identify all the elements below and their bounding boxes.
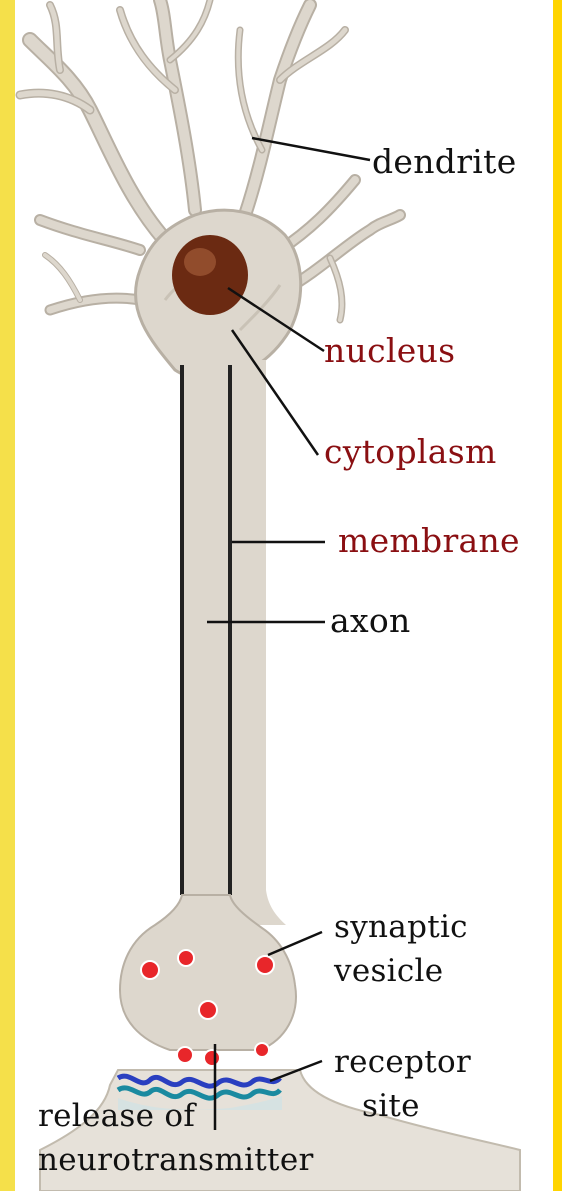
label-synaptic-vesicle: synaptic vesicle <box>334 905 468 993</box>
label-nucleus: nucleus <box>324 334 455 367</box>
label-dendrite: dendrite <box>372 145 517 178</box>
label-membrane: membrane <box>338 524 520 557</box>
nucleus <box>172 235 248 315</box>
label-release-line2: neurotransmitter <box>38 1138 314 1182</box>
label-synaptic-vesicle-line2: vesicle <box>334 949 468 993</box>
label-receptor-site-line1: receptor <box>334 1040 471 1084</box>
label-cytoplasm: cytoplasm <box>324 435 497 468</box>
label-release-line1: release of <box>38 1094 314 1138</box>
label-receptor-site: receptor site <box>334 1040 471 1128</box>
label-axon: axon <box>330 604 411 637</box>
left-yellow-bar <box>0 0 15 1191</box>
label-release-of-neurotransmitter: release of neurotransmitter <box>38 1094 314 1182</box>
label-receptor-site-line2: site <box>334 1084 471 1128</box>
label-synaptic-vesicle-line1: synaptic <box>334 905 468 949</box>
right-yellow-bar <box>553 0 562 1191</box>
